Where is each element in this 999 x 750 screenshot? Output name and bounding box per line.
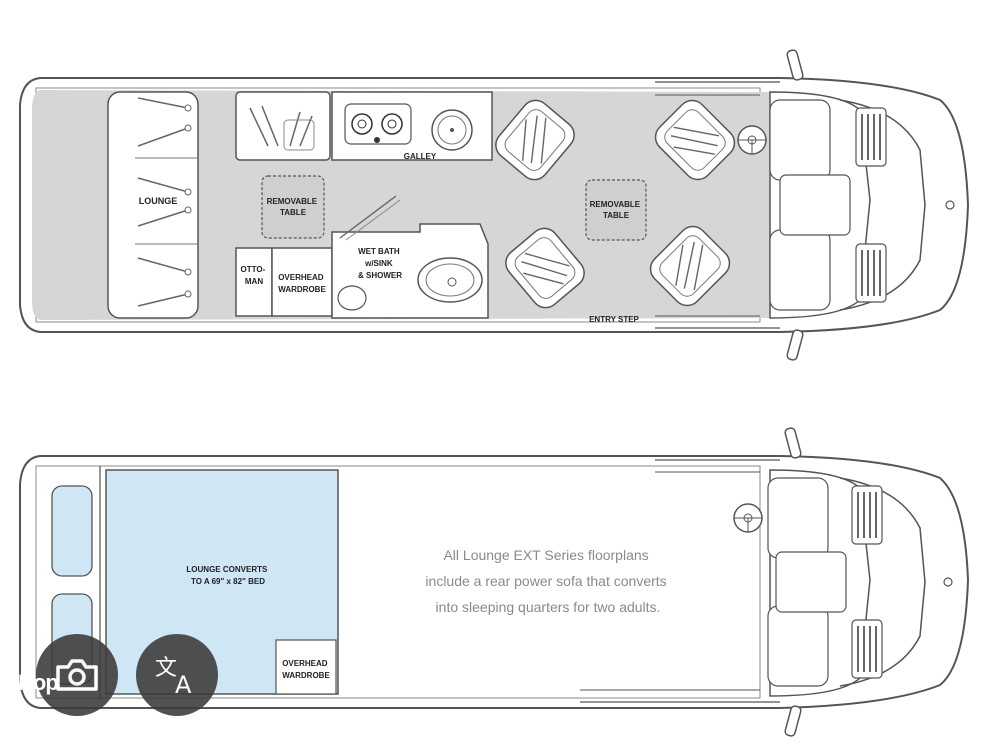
- svg-text:WET BATH w/SINK &: WET BATH w/SINK & SHOWER: [358, 247, 402, 280]
- description-line-1: All Lounge EXT Series floorplans: [443, 547, 648, 563]
- translate-button[interactable]: 文 A: [136, 634, 218, 716]
- removable-table-left-label-2: TABLE: [280, 208, 307, 217]
- overhead-wardrobe-bottom: [275, 639, 337, 695]
- svg-text:OVERHEAD WARDROBE: OVERHEAD WARDROBE: [278, 273, 326, 294]
- removable-table-right-label-1: REMOVABLE: [590, 200, 641, 209]
- svg-text:OTTO- MAN: OTTO- MAN: [241, 265, 268, 286]
- lounge-label: LOUNGE: [139, 196, 178, 206]
- ottoman-label-1: OTTO-: [241, 265, 266, 274]
- removable-table-right: [585, 179, 647, 241]
- bed-label-2: TO A 69" x 82" BED: [191, 577, 265, 586]
- svg-text:REMOVABLE TABLE: REMOVABLE TABLE: [590, 200, 643, 220]
- overhead-wardrobe-bottom-label-1: OVERHEAD: [282, 659, 328, 668]
- removable-table-left-label-1: REMOVABLE: [267, 197, 318, 206]
- svg-text:All Lounge EXT Series floorpla: All Lounge EXT Series floorplans include…: [425, 547, 670, 615]
- partial-overlay-text: Nop: [18, 670, 59, 695]
- ottoman-label-2: MAN: [245, 277, 263, 286]
- overhead-wardrobe-top-label-2: WARDROBE: [278, 285, 326, 294]
- lens-button[interactable]: [36, 634, 118, 716]
- entry-step-label: ENTRY STEP: [589, 315, 639, 324]
- overhead-wardrobe-bottom-label-2: WARDROBE: [282, 671, 330, 680]
- bottom-floorplan: LOUNGE CONVERTS TO A 69" x 82" BED OVERH…: [19, 427, 970, 737]
- galley-label: GALLEY: [404, 152, 437, 161]
- description-line-3: into sleeping quarters for two adults.: [436, 599, 661, 615]
- top-floor-area: [32, 90, 780, 320]
- translate-glyph-2: A: [175, 671, 192, 697]
- removable-table-left: [261, 175, 325, 239]
- ottoman: [235, 247, 273, 317]
- translate-icon: 文 A: [155, 656, 192, 697]
- wet-bath-label-2: w/SINK: [364, 259, 393, 268]
- lounge-sofa: [107, 91, 199, 319]
- top-floorplan: LOUNGE GALLEY REMOVABLE TABLE OTTO- MAN: [19, 49, 970, 361]
- svg-text:OVERHEAD WARDROBE: OVERHEAD WARDROBE: [282, 659, 330, 680]
- svg-text:LOUNGE CONVERTS TO A 69": LOUNGE CONVERTS TO A 69" x 82" BED: [186, 565, 269, 586]
- overhead-wardrobe-top: [271, 247, 333, 317]
- overhead-wardrobe-top-label-1: OVERHEAD: [278, 273, 324, 282]
- wet-bath-label-3: & SHOWER: [358, 271, 402, 280]
- wet-bath-label-1: WET BATH: [358, 247, 400, 256]
- description-line-2: include a rear power sofa that converts: [425, 573, 666, 589]
- translate-glyph-1: 文: [155, 656, 177, 681]
- bed-label-1: LOUNGE CONVERTS: [186, 565, 268, 574]
- removable-table-right-label-2: TABLE: [603, 211, 630, 220]
- svg-text:REMOVABLE TABLE: REMOVABLE TABLE: [267, 197, 320, 217]
- camera-lens-icon: [56, 659, 98, 691]
